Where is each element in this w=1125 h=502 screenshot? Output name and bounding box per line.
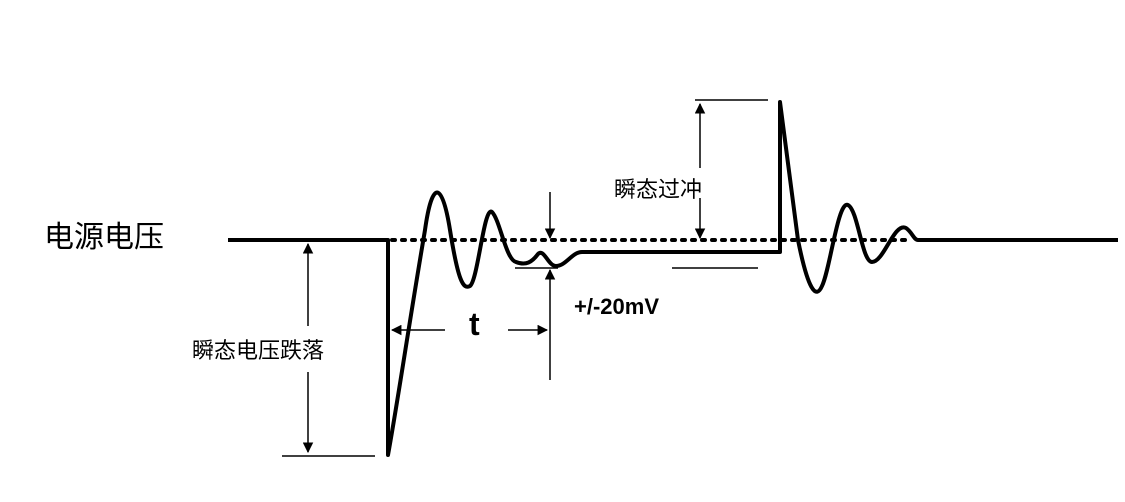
supply-voltage-label: 电源电压 [44, 220, 164, 255]
recovery-time-label: t [469, 306, 480, 342]
transient-overshoot-label: 瞬态过冲 [614, 178, 703, 203]
transient-undershoot-label: 瞬态电压跌落 [192, 339, 325, 364]
tolerance-label: +/-20mV [574, 294, 659, 319]
voltage-waveform [228, 100, 1118, 457]
